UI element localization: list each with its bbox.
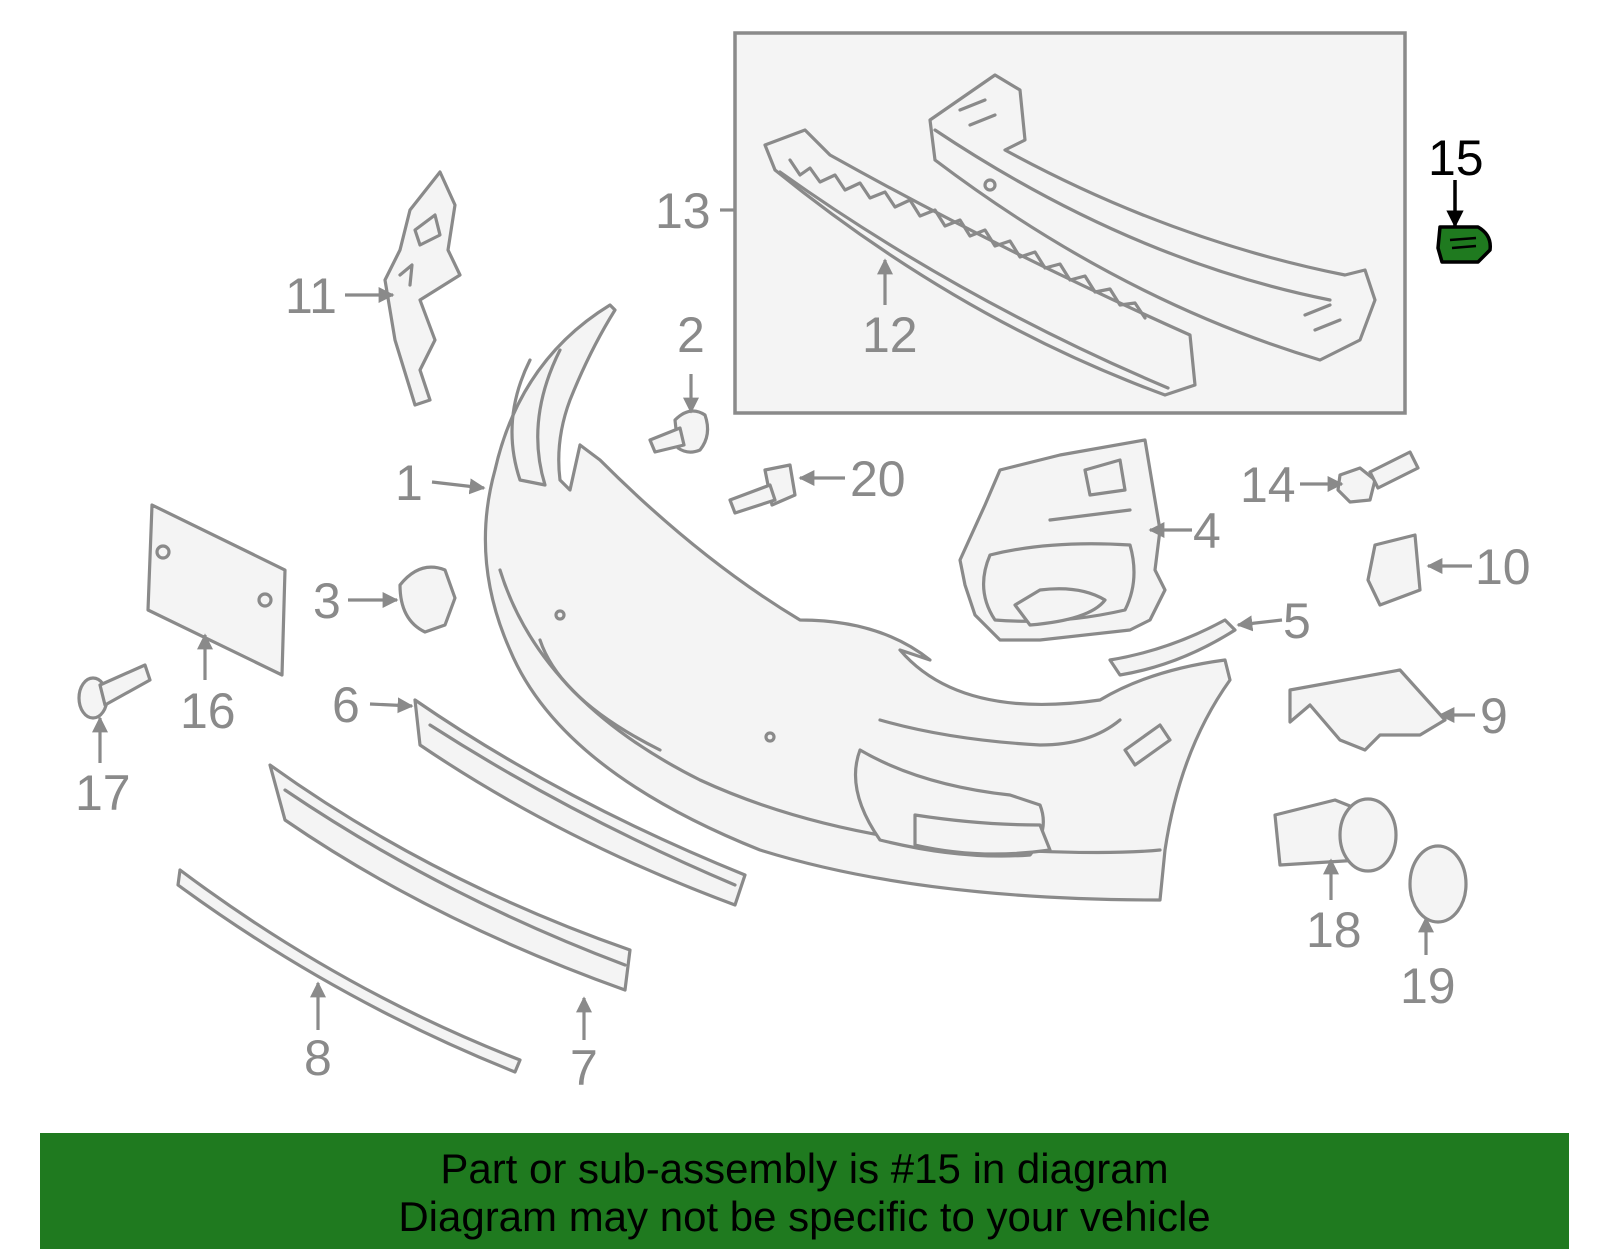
- part-5-strip: [1108, 618, 1237, 677]
- callout-7: 7: [570, 1040, 598, 1096]
- callout-3: 3: [313, 573, 341, 629]
- callout-6: 6: [332, 677, 360, 733]
- part-20-bolt: [728, 463, 797, 515]
- part-6-grille: [413, 698, 747, 907]
- part-18-sensor: [1273, 797, 1398, 873]
- callout-12: 12: [862, 307, 918, 363]
- banner-line-1: Part or sub-assembly is #15 in diagram: [440, 1145, 1169, 1192]
- part-2-clip: [648, 409, 710, 454]
- callout-14: 14: [1240, 457, 1296, 513]
- part-1-bumper-cover: [483, 303, 1232, 902]
- info-banner: Part or sub-assembly is #15 in diagram D…: [40, 1133, 1569, 1249]
- callout-2: 2: [677, 307, 705, 363]
- callout-19: 19: [1400, 958, 1456, 1014]
- part-8-trim: [176, 868, 522, 1074]
- part-11-bracket: [383, 170, 462, 407]
- part-10-cover: [1366, 533, 1422, 607]
- part-9-bracket: [1288, 668, 1447, 752]
- banner-line-2: Diagram may not be specific to your vehi…: [398, 1193, 1211, 1240]
- callout-16: 16: [180, 683, 236, 739]
- callout-5: 5: [1283, 593, 1311, 649]
- part-17-screw: [77, 663, 152, 720]
- callout-8: 8: [304, 1030, 332, 1086]
- part-3-cap: [398, 565, 457, 634]
- leader-lines: [92, 180, 1475, 1040]
- part-14-bolt: [1336, 450, 1420, 504]
- callout-18: 18: [1306, 902, 1362, 958]
- callout-17: 17: [75, 765, 131, 821]
- callout-20: 20: [850, 451, 906, 507]
- part-7-grille: [268, 763, 632, 992]
- callout-4: 4: [1193, 503, 1221, 559]
- callout-15: 15: [1428, 130, 1484, 186]
- callout-11: 11: [285, 268, 337, 324]
- callout-9: 9: [1480, 688, 1508, 744]
- part-19-ring: [1408, 844, 1468, 924]
- callout-10: 10: [1475, 539, 1531, 595]
- part-13-reinforcement: [928, 73, 1377, 362]
- callout-13: 13: [655, 183, 711, 239]
- part-4-housing: [958, 438, 1167, 642]
- part-15-highlighted: [1436, 225, 1492, 264]
- part-16-plate-bracket: [146, 503, 287, 677]
- callout-labels: 1 2 3 4 5 6 7 8 9 10 11 12 13 14 15 16 1…: [75, 130, 1531, 1096]
- part-12-absorber: [763, 128, 1197, 397]
- callout-1: 1: [395, 455, 423, 511]
